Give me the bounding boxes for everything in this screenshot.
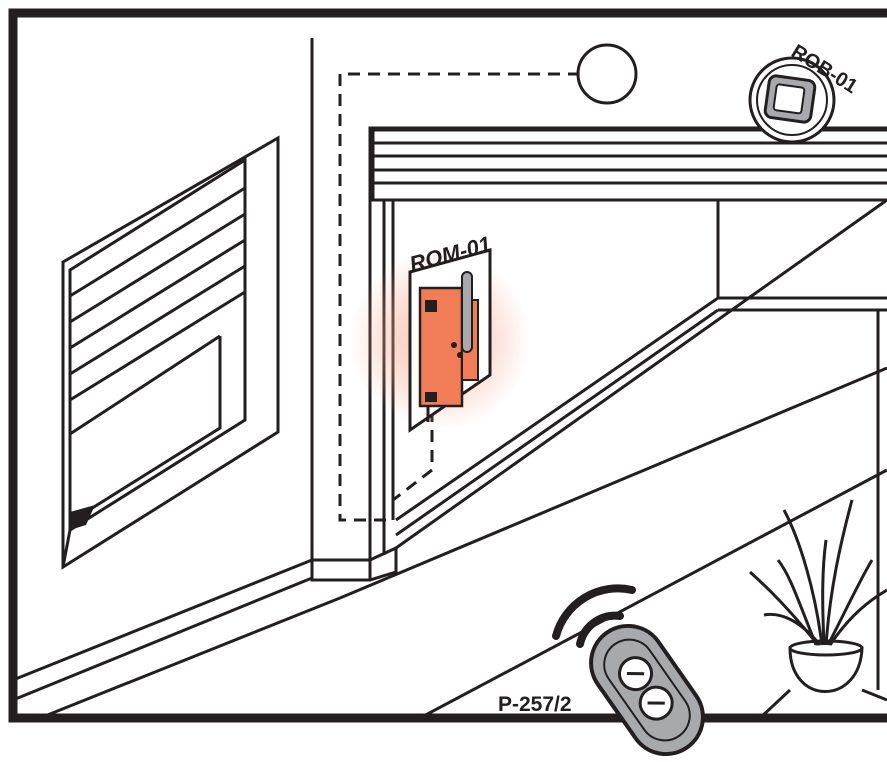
remote-label: P-257/2 [498,693,572,716]
rob-01-badge [748,56,836,144]
shutter-box [371,128,887,202]
window-with-shutter [61,135,280,570]
rom-01-module [408,248,492,433]
ceiling-circle [576,43,638,105]
left-floor-lines [13,558,341,718]
remote-control [552,584,705,757]
garage-opening [368,126,887,560]
plant [748,499,887,718]
corner-pillar [310,38,398,582]
wiring-dashed [338,72,580,522]
floor-lines [339,366,887,718]
